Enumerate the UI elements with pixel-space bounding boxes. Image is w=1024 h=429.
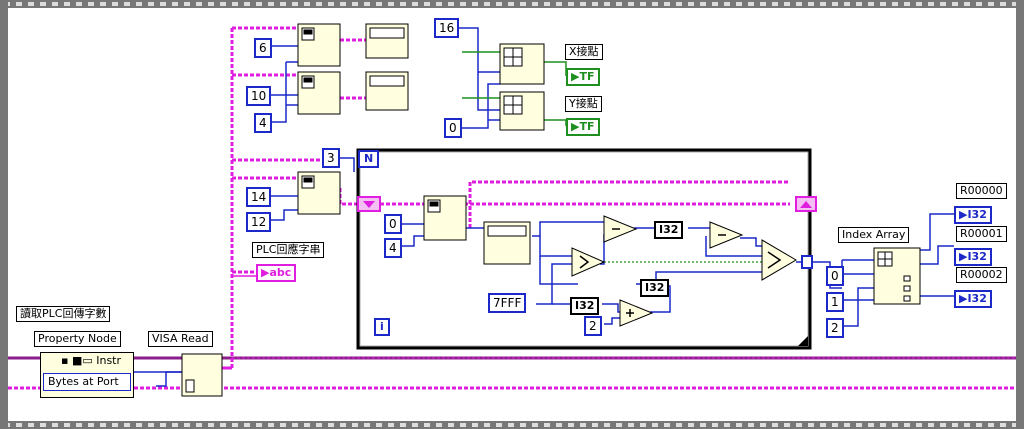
constant-0[interactable]: 0	[444, 118, 462, 138]
constant-12[interactable]: 12	[246, 212, 272, 232]
index-array-label: Index Array	[838, 227, 910, 243]
property-node[interactable]: ▪ ■▭ Instr Bytes at Port	[40, 352, 134, 398]
index-constant-0[interactable]: 0	[826, 266, 844, 286]
to-i32-node-2[interactable]: I32	[640, 279, 670, 297]
x-contact-indicator[interactable]: ▶TF	[566, 68, 600, 86]
to-i32-node-1[interactable]: I32	[654, 221, 684, 239]
constant-3[interactable]: 3	[322, 148, 340, 168]
constant-10[interactable]: 10	[246, 86, 272, 106]
property-node-instr: ▪ ■▭ Instr	[61, 354, 122, 367]
x-contact-label: X接點	[565, 44, 603, 60]
greater-than-node	[571, 247, 606, 277]
select-node	[761, 239, 797, 281]
to-i32-node-3[interactable]: I32	[570, 297, 600, 315]
subtract-node-2	[709, 221, 744, 249]
loop-tunnel	[801, 255, 813, 269]
loop-iteration-terminal[interactable]: i	[374, 318, 390, 336]
instr-label: Instr	[96, 354, 122, 367]
visa-read-label: VISA Read	[148, 331, 213, 347]
index-constant-1[interactable]: 1	[826, 292, 844, 312]
y-contact-indicator[interactable]: ▶TF	[566, 118, 600, 136]
constant-4-loop[interactable]: 4	[384, 238, 402, 258]
refnum-wires	[8, 26, 1016, 390]
loop-count-terminal[interactable]: N	[358, 150, 380, 168]
constant-6[interactable]: 6	[254, 38, 272, 58]
plc-reply-abc: abc	[269, 266, 292, 279]
bytes-at-port-property[interactable]: Bytes at Port	[43, 373, 131, 391]
y-contact-tf: TF	[579, 120, 595, 133]
shift-register-left	[357, 196, 381, 212]
plc-reply-string-indicator[interactable]: ▶abc	[256, 264, 297, 282]
r00000-indicator[interactable]: ▶I32	[954, 206, 992, 224]
r00001-i32: I32	[967, 250, 987, 263]
x-contact-tf: TF	[579, 70, 595, 83]
constant-0-loop[interactable]: 0	[384, 214, 402, 234]
r00002-label: R00002	[956, 267, 1007, 283]
shift-register-right	[795, 196, 817, 212]
constant-16[interactable]: 16	[434, 18, 460, 38]
constant-7fff[interactable]: 7FFF	[488, 293, 527, 313]
index-constant-2[interactable]: 2	[826, 318, 844, 338]
constant-14[interactable]: 14	[246, 187, 272, 207]
node-glyphs	[185, 27, 911, 393]
add-node	[619, 299, 654, 327]
r00002-i32: I32	[967, 292, 987, 305]
read-plc-reply-count-label: 讀取PLC回傳字數	[16, 306, 111, 322]
r00002-indicator[interactable]: ▶I32	[954, 290, 992, 308]
constant-4[interactable]: 4	[254, 113, 272, 133]
subtract-node-1	[603, 215, 638, 243]
plc-reply-string-label: PLC回應字串	[252, 242, 325, 258]
r00001-label: R00001	[956, 226, 1007, 242]
for-loop	[356, 148, 812, 350]
constant-2[interactable]: 2	[584, 316, 602, 336]
y-contact-label: Y接點	[565, 96, 602, 112]
r00000-i32: I32	[967, 208, 987, 221]
r00000-label: R00000	[956, 183, 1007, 199]
property-node-label: Property Node	[34, 331, 121, 347]
r00001-indicator[interactable]: ▶I32	[954, 248, 992, 266]
